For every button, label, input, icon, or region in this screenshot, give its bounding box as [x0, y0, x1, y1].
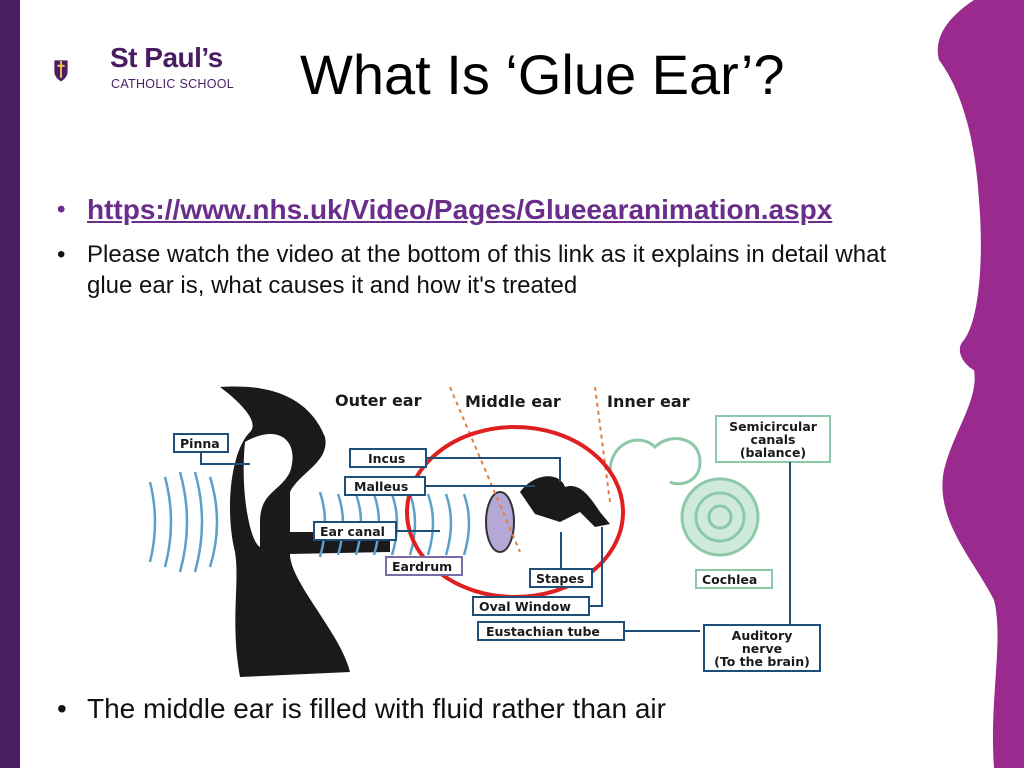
outer-ear-illustration	[220, 386, 390, 677]
nhs-video-link[interactable]: https://www.nhs.uk/Video/Pages/Glueearan…	[87, 194, 833, 225]
bullet-fluid-text: The middle ear is filled with fluid rath…	[87, 693, 666, 724]
logo-school-subtitle: CATHOLIC SCHOOL	[111, 77, 235, 91]
label-connector-lines	[200, 452, 791, 632]
label-oval-window: Oval Window	[472, 596, 590, 616]
label-semicircular-line-2: canals	[751, 432, 796, 447]
label-ear-canal-text: Ear canal	[320, 524, 385, 539]
ear-anatomy-diagram: Outer ear Middle ear Inner ear Pinna Inc…	[148, 386, 831, 677]
middle-inner-divider	[594, 386, 611, 503]
right-decorative-shape	[937, 0, 1024, 768]
label-incus: Incus	[349, 448, 427, 468]
label-stapes: Stapes	[529, 568, 593, 588]
label-auditory-line-2: nerve	[742, 641, 782, 656]
sound-waves	[148, 471, 471, 573]
inner-ear-heading: Inner ear	[607, 392, 690, 411]
eardrum-shape	[485, 491, 515, 553]
school-crest-icon	[54, 60, 68, 82]
outer-ear-heading: Outer ear	[335, 391, 422, 410]
label-semicircular-line-3: (balance)	[740, 445, 806, 460]
inner-ear-illustration	[608, 437, 760, 557]
bullet-instruction-item: • Please watch the video at the bottom o…	[55, 239, 935, 301]
label-auditory-nerve: Auditory nerve (To the brain)	[703, 624, 821, 672]
outer-middle-divider	[449, 386, 521, 553]
bullet-symbol: •	[57, 241, 66, 268]
label-semicircular-canals: Semicircular canals (balance)	[715, 415, 831, 463]
ossicles-shape	[520, 476, 610, 527]
bullet-symbol: •	[57, 693, 67, 724]
bullet-fluid-item: • The middle ear is filled with fluid ra…	[55, 693, 666, 725]
label-ear-canal: Ear canal	[313, 521, 397, 541]
label-cochlea-text: Cochlea	[702, 572, 757, 587]
label-oval-window-text: Oval Window	[479, 599, 571, 614]
label-eustachian-tube-text: Eustachian tube	[486, 624, 600, 639]
label-auditory-line-3: (To the brain)	[714, 654, 810, 669]
bullet-link-item: • https://www.nhs.uk/Video/Pages/Glueear…	[55, 195, 935, 225]
label-pinna-text: Pinna	[180, 436, 220, 451]
slide-title: What Is ‘Glue Ear’?	[300, 43, 785, 106]
label-malleus-text: Malleus	[354, 479, 408, 494]
label-pinna: Pinna	[173, 433, 229, 453]
bullet-list: • https://www.nhs.uk/Video/Pages/Glueear…	[55, 195, 935, 301]
label-semicircular-line-1: Semicircular	[729, 419, 818, 434]
left-brand-bar	[0, 0, 20, 768]
label-cochlea: Cochlea	[695, 569, 773, 589]
bullet-instruction-text: Please watch the video at the bottom of …	[87, 241, 887, 299]
label-malleus: Malleus	[344, 476, 426, 496]
label-eardrum-text: Eardrum	[392, 559, 452, 574]
middle-ear-heading: Middle ear	[465, 392, 561, 411]
label-stapes-text: Stapes	[536, 571, 584, 586]
label-eustachian-tube: Eustachian tube	[477, 621, 625, 641]
logo-school-name: St Paul’s	[110, 42, 223, 73]
label-auditory-line-1: Auditory	[732, 628, 793, 643]
bullet-symbol: •	[57, 196, 66, 223]
label-eardrum: Eardrum	[385, 556, 463, 576]
label-incus-text: Incus	[368, 451, 405, 466]
